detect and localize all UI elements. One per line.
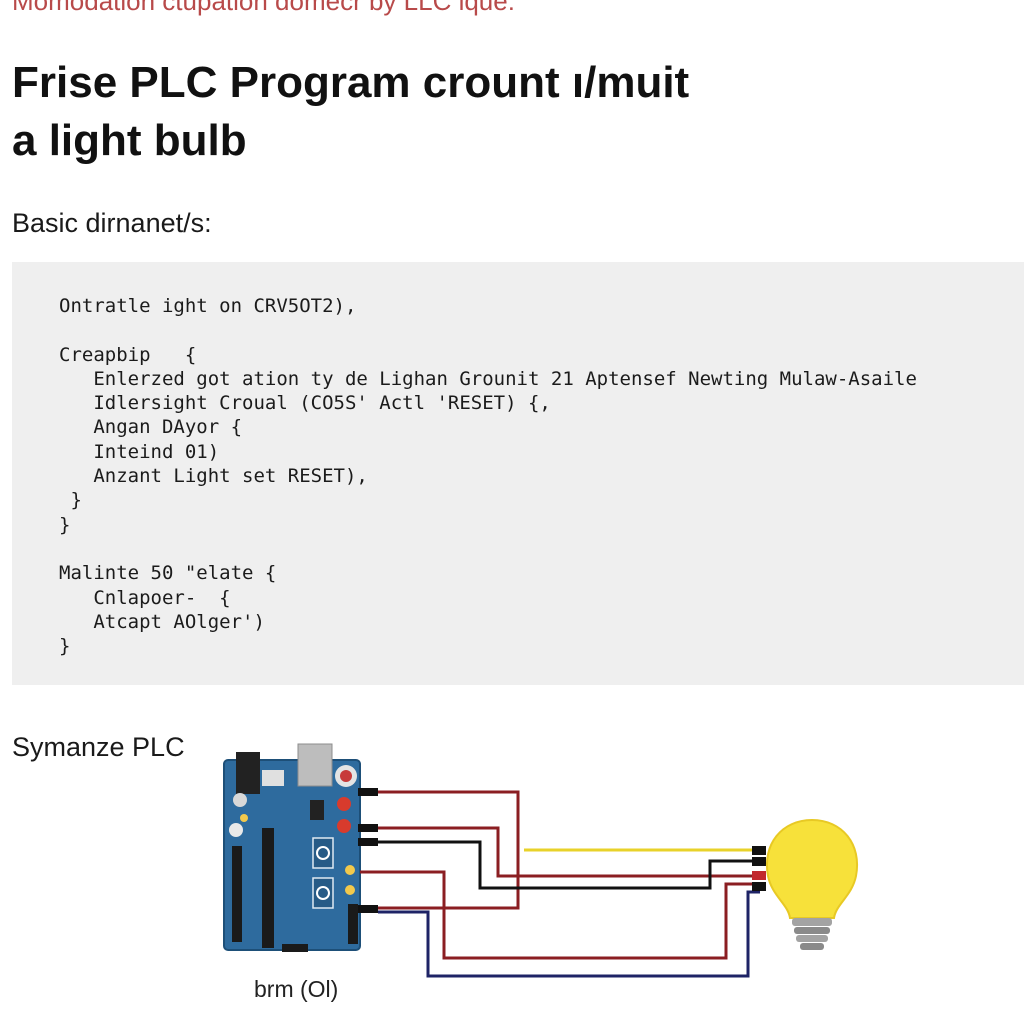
diagram-label: Symanze PLC xyxy=(12,732,185,762)
code-line: Inteind 01) xyxy=(59,440,220,463)
light-bulb-icon xyxy=(765,818,859,950)
code-line: Anzant Light set RESET), xyxy=(59,465,368,488)
code-line: Atcapt AOlger') xyxy=(59,610,265,633)
code-block: Ontratle ight on CRV5OT2), Creapbip { Enl… xyxy=(59,294,917,658)
plc-board xyxy=(223,743,361,952)
code-line: } xyxy=(59,635,71,658)
code-line: Ontratle ight on CRV5OT2), xyxy=(59,295,357,317)
code-line xyxy=(59,318,917,342)
top-caption: Momodation ctupation domecr by LLC lque: xyxy=(12,0,515,16)
page-title: Frise PLC Program crount ı/muit a light … xyxy=(12,54,1012,170)
wire-red-2 xyxy=(378,826,752,878)
title-line-1: Frise PLC Program crount ı/muit xyxy=(12,58,690,107)
code-line: Angan DAyor { xyxy=(59,416,243,439)
code-line: } xyxy=(59,513,71,536)
title-line-2: a light bulb xyxy=(12,116,247,165)
code-line: Idlersight Croual (CO5S' Actl 'RESET) {, xyxy=(59,392,551,415)
bulb-terminals xyxy=(752,846,766,891)
code-line: Malinte 50 "elate { xyxy=(59,562,277,585)
board-terminals xyxy=(358,788,378,913)
wiring-diagram xyxy=(223,743,859,978)
code-panel: Ontratle ight on CRV5OT2), Creapbip { Enl… xyxy=(12,262,1024,685)
code-line: Cnlapoer- { xyxy=(59,586,231,609)
wire-black-1 xyxy=(378,840,752,890)
code-heading: Basic dirnanet/s: xyxy=(12,208,212,238)
wire-navy-1 xyxy=(378,890,760,978)
wires xyxy=(360,790,760,978)
wire-red-3 xyxy=(360,870,752,960)
board-caption: brm (Ol) xyxy=(254,976,339,1002)
code-line: Creapbip { xyxy=(59,343,197,366)
code-line: Enlerzed got ation ty de Lighan Grounit … xyxy=(59,367,917,390)
wire-red-1 xyxy=(378,790,520,910)
code-line: } xyxy=(59,489,82,512)
code-line xyxy=(59,537,917,561)
